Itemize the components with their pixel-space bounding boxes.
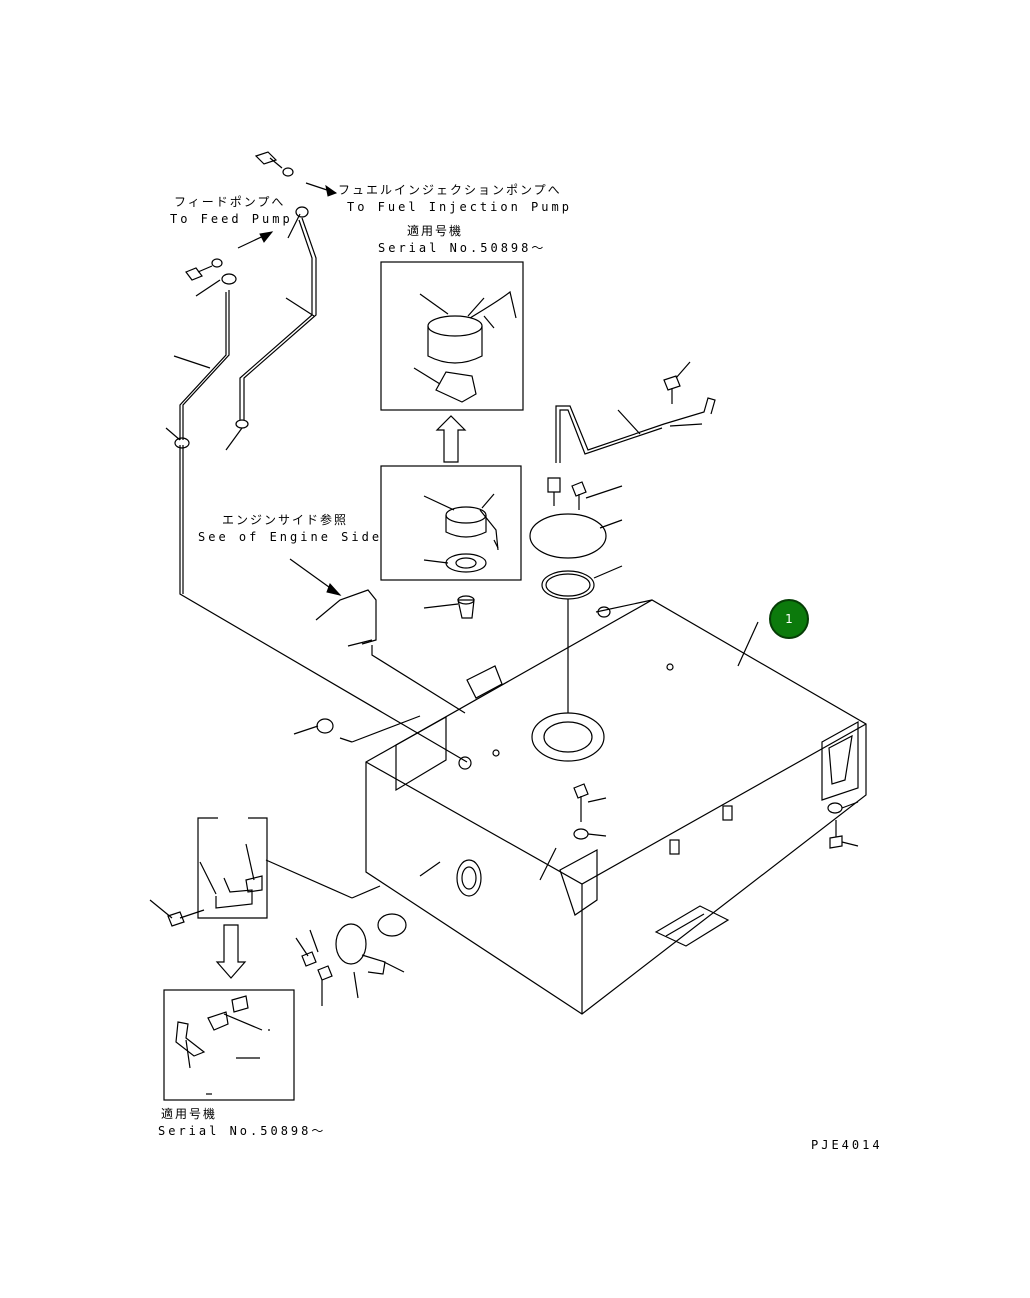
label-serial-bottom-jp: 適用号機 bbox=[161, 1107, 218, 1121]
return-pipe bbox=[555, 397, 716, 463]
label-to-feed-pump-en: To Feed Pump bbox=[170, 212, 293, 226]
inset-frame-clamp-top bbox=[197, 817, 268, 919]
drawing-code: PJE4014 bbox=[811, 1138, 883, 1152]
bolt-icon bbox=[167, 151, 843, 981]
label-serial-top-jp: 適用号機 bbox=[407, 224, 464, 238]
up-arrow-icon bbox=[435, 415, 467, 463]
fuel-pipe-feed bbox=[182, 290, 230, 440]
inset-frame-cap-new bbox=[380, 261, 524, 411]
fuel-tank bbox=[335, 599, 867, 1015]
label-to-fuel-injection-pump-en: To Fuel Injection Pump bbox=[347, 200, 572, 214]
clamp bbox=[175, 875, 263, 1057]
inset-frame-clamp-bottom bbox=[163, 989, 295, 1101]
label-to-fuel-injection-pump-jp: フュエルインジェクションポンプへ bbox=[338, 183, 562, 197]
label-to-feed-pump-jp: フィードポンプへ bbox=[174, 195, 286, 209]
label-engine-side-en: See of Engine Side bbox=[198, 530, 383, 544]
gasket bbox=[541, 570, 595, 600]
label-serial-top-en: Serial No.50898～ bbox=[378, 241, 547, 255]
part-callout-1[interactable]: 1 bbox=[769, 599, 809, 639]
cover-plate bbox=[529, 513, 607, 559]
down-arrow-icon bbox=[215, 924, 247, 979]
washer-icon bbox=[174, 167, 843, 840]
fuel-pipe-injection bbox=[243, 217, 317, 420]
filler-cap bbox=[427, 290, 517, 619]
label-engine-side-jp: エンジンサイド参照 bbox=[222, 513, 349, 527]
leader-lines bbox=[149, 182, 859, 1095]
inset-frame-cap-old bbox=[380, 465, 522, 581]
label-serial-bottom-en: Serial No.50898～ bbox=[158, 1124, 327, 1138]
